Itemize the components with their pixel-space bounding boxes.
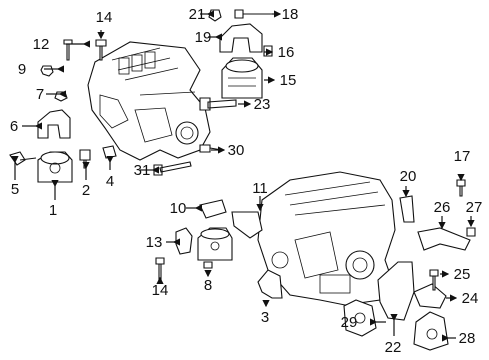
bracket-26 (417, 227, 471, 251)
engine-mount-15 (221, 57, 263, 99)
bracket-20 (399, 195, 415, 223)
mount-28 (413, 311, 449, 351)
mount-22 (377, 261, 415, 321)
callout-22: 22 (385, 339, 402, 356)
callout-1: 1 (49, 202, 57, 219)
callout-15: 15 (280, 72, 297, 89)
callout-8: 8 (204, 277, 212, 294)
callout-17: 17 (454, 148, 471, 165)
callout-labels: 1 2 3 4 5 6 7 8 9 10 11 12 13 14 14 15 1… (10, 6, 483, 356)
engine-assembly-upper (87, 41, 211, 161)
callout-21: 21 (189, 6, 206, 23)
callout-20: 20 (400, 168, 417, 185)
callout-30: 30 (228, 142, 245, 159)
callout-9: 9 (18, 61, 26, 78)
callout-6: 6 (10, 118, 18, 135)
engine-mount-1 (37, 151, 73, 183)
callout-25: 25 (454, 266, 471, 283)
callout-23: 23 (254, 96, 271, 113)
callout-27: 27 (466, 199, 483, 216)
callout-10: 10 (170, 200, 187, 217)
bracket-13 (175, 227, 193, 255)
callout-4: 4 (106, 173, 114, 190)
bracket-19 (219, 23, 263, 53)
callout-13: 13 (146, 234, 163, 251)
callout-16: 16 (278, 44, 295, 61)
callout-29: 29 (341, 314, 358, 331)
callout-3: 3 (261, 309, 269, 326)
callout-5: 5 (11, 181, 19, 198)
callout-28: 28 (459, 330, 476, 347)
callout-18: 18 (282, 6, 299, 23)
mount-29 (343, 299, 377, 337)
callout-7: 7 (36, 86, 44, 103)
bracket-11 (231, 211, 263, 239)
bracket-3 (257, 269, 283, 299)
bracket-6 (37, 109, 71, 139)
fasteners-lower-right (429, 179, 476, 291)
leader-arrows (11, 10, 475, 342)
callout-12: 12 (33, 36, 50, 53)
callout-31: 31 (134, 162, 151, 179)
callout-14-lower: 14 (152, 282, 169, 299)
callout-19: 19 (195, 29, 212, 46)
callout-2: 2 (82, 182, 90, 199)
bracket-24 (413, 283, 447, 309)
callout-14-upper: 14 (96, 9, 113, 26)
callout-24: 24 (462, 290, 479, 307)
callout-11: 11 (252, 180, 268, 197)
callout-26: 26 (434, 199, 451, 216)
bracket-10 (199, 199, 227, 219)
mount-8 (197, 227, 233, 261)
